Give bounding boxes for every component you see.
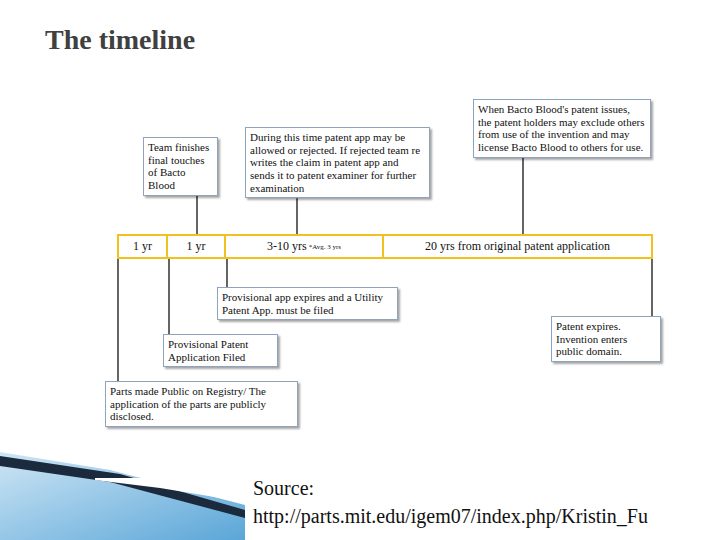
leader-line bbox=[652, 259, 653, 316]
callout-box: Parts made Public on Registry/ The appli… bbox=[105, 381, 298, 427]
source-text: http://parts.mit.edu/igem07/index.php/Kr… bbox=[253, 505, 648, 528]
segment-label: 1 yr bbox=[187, 239, 206, 254]
segment-label: 3-10 yrs bbox=[267, 239, 307, 254]
timeline-segment: 1 yr bbox=[168, 234, 226, 259]
timeline-segment: 1 yr bbox=[117, 234, 168, 259]
callout-box: When Bacto Blood's patent issues, the pa… bbox=[473, 99, 651, 158]
leader-line bbox=[197, 196, 198, 234]
callout-box: Provisional app expires and a Utility Pa… bbox=[217, 287, 398, 320]
callout-box: During this time patent app may be allow… bbox=[245, 127, 430, 198]
callout-text: When Bacto Blood's patent issues, the pa… bbox=[478, 103, 646, 154]
white-band bbox=[95, 478, 245, 502]
segment-label: 20 yrs from original patent application bbox=[425, 239, 610, 254]
callout-text: During this time patent app may be allow… bbox=[250, 131, 425, 194]
timeline-segment: 3-10 yrs*Avg. 3 yrs bbox=[226, 234, 384, 259]
callout-text: Provisional app expires and a Utility Pa… bbox=[222, 291, 393, 316]
leader-line bbox=[523, 158, 524, 234]
slide-title: The timeline bbox=[45, 24, 195, 56]
segment-label: 1 yr bbox=[133, 239, 152, 254]
callout-box: Team finishes final touches of Bacto Blo… bbox=[143, 137, 218, 196]
callout-box: Patent expires. Invention enters public … bbox=[551, 316, 661, 362]
dark-swoosh bbox=[0, 456, 245, 518]
callout-text: Provisional Patent Application Filed bbox=[168, 338, 273, 363]
callout-box: Provisional Patent Application Filed bbox=[163, 334, 278, 367]
blue-swoosh bbox=[0, 452, 245, 540]
leader-line bbox=[297, 198, 298, 234]
segment-label: *Avg. 3 yrs bbox=[309, 243, 341, 251]
callout-text: Parts made Public on Registry/ The appli… bbox=[110, 385, 293, 423]
source-text: Source: bbox=[253, 477, 314, 500]
timeline-segment: 20 yrs from original patent application bbox=[384, 234, 653, 259]
leader-line bbox=[227, 259, 228, 287]
leader-line bbox=[169, 259, 170, 334]
callout-text: Team finishes final touches of Bacto Blo… bbox=[148, 141, 213, 192]
leader-line bbox=[118, 259, 119, 381]
callout-text: Patent expires. Invention enters public … bbox=[556, 320, 656, 358]
